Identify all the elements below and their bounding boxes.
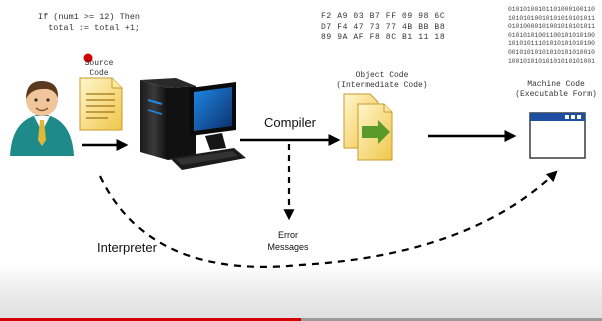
label-line: Machine Code: [527, 80, 585, 89]
label-line: (Intermediate Code): [336, 81, 428, 90]
bottom-shadow: [0, 265, 602, 321]
bin-line: 10010101010101010101001: [508, 57, 595, 65]
source-code-snippet: If (num1 >= 12) Then total := total +1;: [38, 12, 140, 34]
window-icon: [529, 112, 586, 159]
bin-line: 01010101001100101010100: [508, 31, 595, 39]
label-line: Code: [89, 69, 109, 78]
label-line: (Executable Form): [515, 90, 597, 99]
hex-line: F2 A9 03 B7 FF 09 98 6C: [321, 12, 446, 21]
machine-code-label: Machine Code (Executable Form): [506, 80, 602, 100]
source-code-label: Source Code: [80, 59, 118, 79]
hex-line: D7 F4 47 73 77 4B BB B8: [321, 22, 446, 32]
bin-line: 01010000101001010101011: [508, 23, 595, 31]
document-icon: [79, 77, 123, 131]
computer-icon: [140, 78, 246, 170]
compiler-label: Compiler: [264, 115, 317, 130]
object-code-hex: F2 A9 03 B7 FF 09 98 6C D7 F4 47 73 77 4…: [321, 12, 445, 44]
interpreter-label: Interpreter: [97, 240, 157, 255]
files-icon: [343, 93, 393, 161]
label-line: Object Code: [355, 71, 409, 80]
label-line: Messages: [267, 242, 309, 252]
recording-dot: [83, 53, 93, 63]
bin-line: 10101011101010101010100: [508, 40, 595, 48]
object-code-label: Object Code (Intermediate Code): [322, 71, 442, 91]
bin-line: 00101010101010101010010: [508, 48, 595, 56]
arrow-interpreter: [99, 170, 558, 268]
label-line: Error: [278, 230, 298, 240]
error-messages-label: Error Messages: [258, 229, 318, 253]
bin-line: 01010100101101000100110: [508, 6, 595, 13]
code-line: If (num1 >= 12) Then: [38, 12, 141, 22]
label-line: Source: [84, 59, 114, 68]
machine-code-binary: 01010100101101000100110 1010101001010101…: [508, 6, 595, 66]
bin-line: 10101010010101010101011: [508, 14, 595, 22]
video-progress-bar[interactable]: [0, 318, 602, 321]
user-icon: [10, 80, 74, 156]
hex-line: 89 9A AF F8 8C B1 11 18: [321, 33, 446, 42]
video-progress-fill: [0, 318, 301, 321]
code-line: total := total +1;: [38, 23, 141, 33]
